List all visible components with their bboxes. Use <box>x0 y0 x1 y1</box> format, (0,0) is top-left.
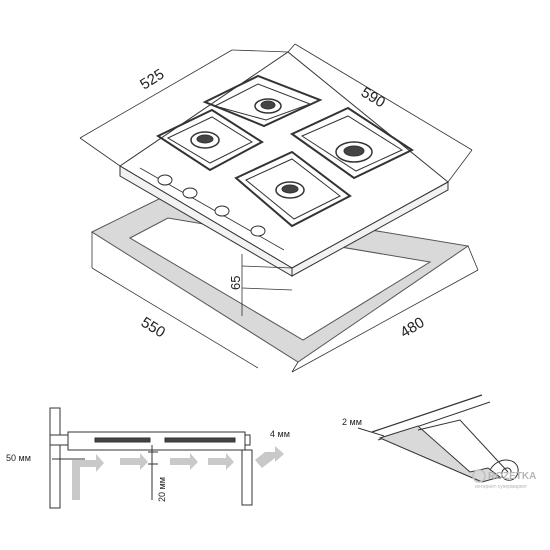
knob-3 <box>214 205 230 217</box>
dim-cutout-width-label: 550 <box>138 314 168 341</box>
hob-plate-right <box>164 437 236 443</box>
dim-depth-label: 590 <box>358 84 388 111</box>
hob-drawing <box>79 43 479 373</box>
seal-strip <box>378 425 502 483</box>
dim-width-label: 525 <box>137 66 167 94</box>
gap-left-label: 50 мм <box>6 453 31 463</box>
section-view <box>49 407 253 509</box>
watermark: ROZETKA интернет-супермаркет <box>472 469 536 490</box>
pan-support-left <box>155 108 264 172</box>
burner-right <box>335 141 373 163</box>
worktop-edge <box>371 394 483 433</box>
rozetka-logo-icon <box>472 469 486 483</box>
worktop-inner <box>417 419 509 473</box>
airflow-arrows <box>72 446 284 500</box>
dim-height-label: 65 <box>228 276 243 290</box>
cabinet-wall <box>49 407 61 509</box>
seal-curl <box>489 459 519 481</box>
pan-support-back <box>202 74 323 128</box>
burner-left <box>190 131 220 149</box>
burner-back <box>254 98 282 114</box>
control-knobs <box>157 174 266 237</box>
dimension-lines <box>79 43 479 373</box>
cabinet-wall-right <box>241 449 253 506</box>
knob-1 <box>157 174 173 186</box>
seal-detail <box>357 394 519 483</box>
vertical-gap-label: 20 мм <box>157 477 167 502</box>
dim-cutout-depth-label: 480 <box>397 314 427 341</box>
watermark-brand: ROZETKA <box>488 471 536 482</box>
pan-support-front <box>234 150 352 228</box>
burner-front <box>275 181 305 199</box>
seal-label: 2 мм <box>342 417 362 427</box>
pan-support-right <box>290 106 415 180</box>
hob-plate-left <box>94 437 151 443</box>
gap-right-label: 4 мм <box>270 429 290 439</box>
watermark-tagline: интернет-супермаркет <box>475 484 528 490</box>
knob-4 <box>250 225 266 237</box>
hob-right-side <box>291 181 449 277</box>
knob-2 <box>182 187 198 199</box>
